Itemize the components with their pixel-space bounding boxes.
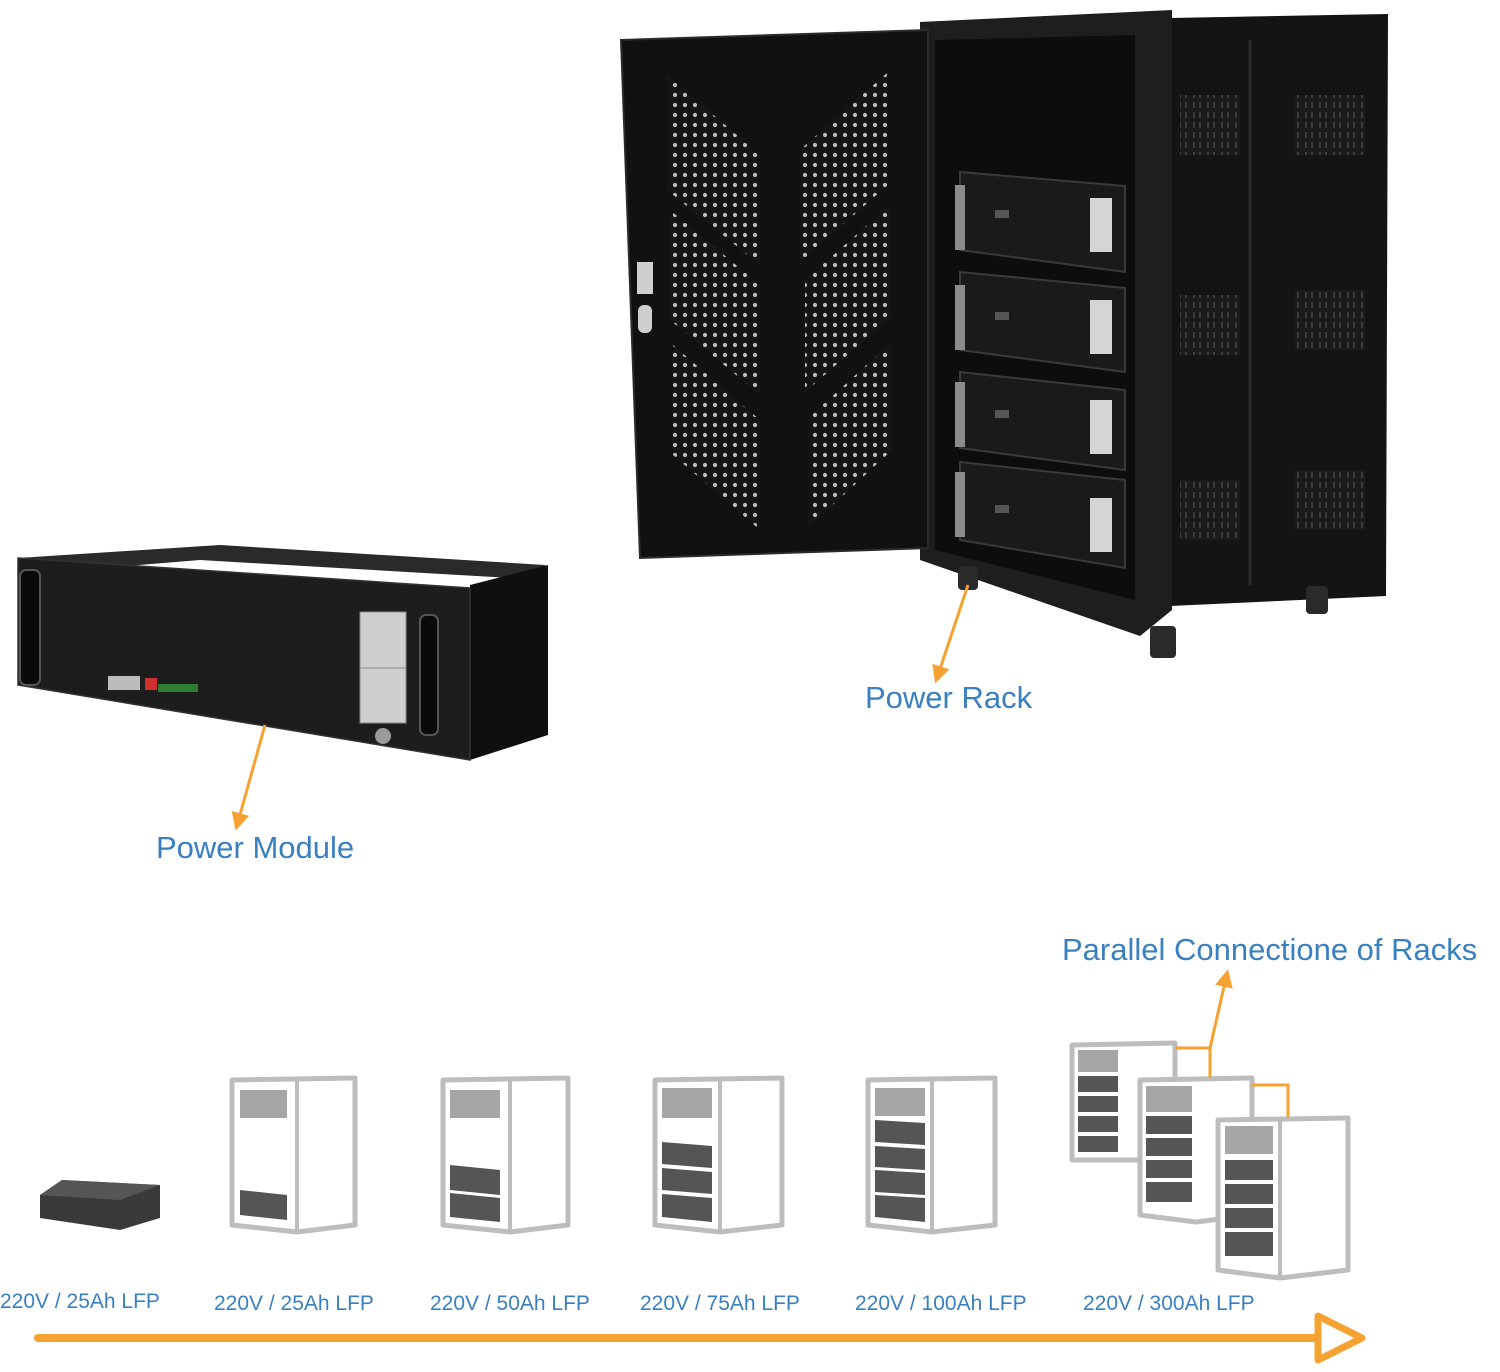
step-3-rack-icon	[440, 1075, 571, 1235]
rack-module	[955, 460, 1126, 570]
power-module-callout-arrow	[231, 724, 267, 831]
rack-foot	[1150, 626, 1176, 658]
step-5-label: 220V / 100Ah LFP	[855, 1292, 1027, 1315]
cabinet-side-panel	[1170, 14, 1388, 606]
rack-modules	[955, 170, 1126, 570]
parallel-link-cable	[1252, 1083, 1290, 1118]
module-front	[17, 557, 471, 761]
door-handle	[638, 305, 652, 333]
power-module-image	[17, 545, 548, 761]
step-6-label: 220V / 300Ah LFP	[1083, 1292, 1255, 1315]
step-4-label: 220V / 75Ah LFP	[640, 1292, 800, 1315]
capacity-progression-arrow	[34, 1312, 1366, 1364]
module-switch	[145, 678, 157, 690]
power-rack-callout-arrow	[932, 584, 970, 684]
module-terminal	[375, 728, 391, 744]
module-handle	[19, 569, 41, 686]
rack-module	[955, 170, 1126, 274]
step-2-label: 220V / 25Ah LFP	[214, 1292, 374, 1315]
parallel-link-cable	[1175, 1046, 1212, 1078]
rack-foot	[958, 566, 978, 590]
module-side	[470, 565, 548, 760]
parallel-connection-label: Parallel Connectione of Racks	[1062, 932, 1478, 967]
step-2-rack-icon	[229, 1075, 358, 1235]
module-indicator-strip	[158, 684, 198, 692]
module-breaker	[359, 611, 407, 673]
module-breaker	[359, 667, 407, 724]
step-5-rack-icon	[865, 1075, 998, 1235]
product-row	[40, 1040, 1351, 1281]
module-top	[18, 545, 545, 580]
rack-module	[955, 370, 1126, 472]
module-ports	[108, 676, 140, 690]
power-module-label: Power Module	[156, 830, 355, 865]
step-1-module-icon	[40, 1180, 160, 1230]
step-6-parallel-racks-icon	[1069, 1040, 1351, 1281]
power-rack-image	[619, 10, 1388, 658]
parallel-callout-arrow	[1208, 969, 1233, 1049]
step-1-label: 220V / 25Ah LFP	[0, 1290, 160, 1313]
module-handle	[419, 614, 439, 736]
step-3-label: 220V / 50Ah LFP	[430, 1292, 590, 1315]
rack-module	[955, 270, 1126, 374]
door-latch	[637, 262, 653, 294]
power-rack-label: Power Rack	[865, 680, 1033, 715]
rack-foot	[1306, 586, 1328, 614]
step-4-rack-icon	[652, 1075, 785, 1235]
